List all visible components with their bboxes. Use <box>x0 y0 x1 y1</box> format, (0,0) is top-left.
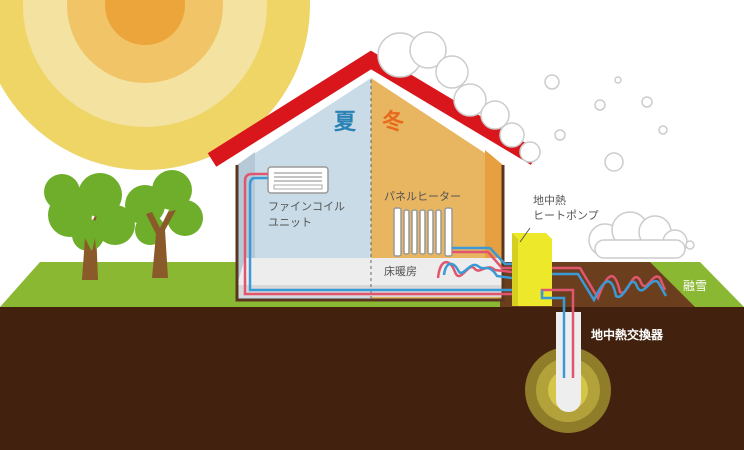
snow-cloud-icon <box>377 31 541 163</box>
fan-coil-label-2: ユニット <box>268 216 312 229</box>
ground-heat-exchanger-label: 地中熱交換器 <box>591 328 664 342</box>
ground-heat-exchanger-icon <box>525 288 611 433</box>
heat-pump-leader <box>519 227 531 243</box>
tree-icon <box>125 170 203 278</box>
winter-label: 冬 <box>382 110 405 135</box>
heat-pump-icon <box>512 233 552 306</box>
floor-heating-label: 床暖房 <box>384 265 417 278</box>
fan-coil-unit-icon <box>267 166 329 194</box>
heat-pump-label-1: 地中熱 <box>533 194 566 207</box>
panel-heater-icon <box>393 207 453 257</box>
summer-label: 夏 <box>334 110 357 135</box>
snowflake-icon <box>544 74 695 250</box>
underground-soil <box>0 307 744 450</box>
heat-pump-label-2: ヒートポンプ <box>533 209 599 222</box>
tree-icon <box>44 173 135 280</box>
fan-coil-label-1: ファインコイル <box>268 200 345 213</box>
pipes <box>243 172 668 303</box>
snow-melting-label: 融雪 <box>683 279 708 293</box>
roof <box>207 50 540 167</box>
snow-cloud-icon <box>588 211 688 259</box>
sun-icon <box>0 0 310 170</box>
panel-heater-label: パネルヒーター <box>384 190 461 203</box>
